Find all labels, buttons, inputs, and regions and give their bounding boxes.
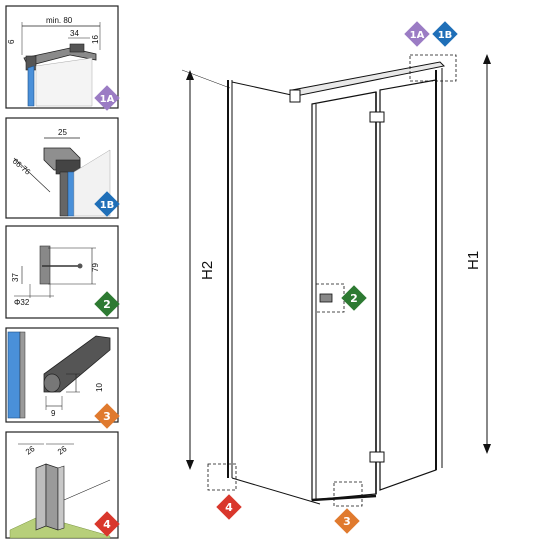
badge-3-main: 3 — [334, 508, 360, 534]
detail-panel-3: 9 10 — [5, 327, 119, 423]
side-panel — [227, 80, 321, 505]
dim-16: 16 — [91, 35, 100, 44]
callout-box-1 — [409, 54, 457, 82]
dim-37: 37 — [11, 273, 20, 282]
hinge-bottom — [369, 451, 385, 463]
badge-4-panel: 4 — [94, 511, 120, 537]
svg-text:2: 2 — [103, 298, 111, 311]
svg-text:1A: 1A — [410, 30, 425, 41]
top-rail — [289, 61, 446, 103]
badge-1b-main: 1B — [432, 21, 458, 47]
svg-text:1B: 1B — [100, 200, 115, 211]
svg-text:1A: 1A — [100, 94, 115, 105]
badge-1a-main: 1A — [404, 21, 430, 47]
detail-panel-1a: min. 80 34 6 16 — [5, 5, 119, 109]
h2-label: H2 — [199, 261, 216, 280]
svg-text:3: 3 — [103, 410, 111, 423]
h1-label: H1 — [465, 251, 482, 270]
dim-34: 34 — [70, 29, 79, 38]
folding-door — [311, 68, 443, 502]
dim-10: 10 — [95, 383, 104, 392]
badge-3-panel: 3 — [94, 403, 120, 429]
svg-text:2: 2 — [350, 292, 358, 305]
callout-box-4 — [207, 463, 237, 491]
svg-text:4: 4 — [225, 501, 233, 514]
dim-9: 9 — [51, 409, 56, 418]
h1-dimension: H1 — [465, 54, 491, 454]
hinge-top — [369, 111, 385, 123]
enclosure-drawing: H2 H1 — [181, 21, 491, 534]
dim-25: 25 — [58, 128, 67, 137]
door-knob — [319, 293, 333, 303]
svg-text:1B: 1B — [438, 30, 453, 41]
badge-1a-panel: 1A — [94, 85, 120, 111]
badge-2-panel: 2 — [94, 291, 120, 317]
dim-min80: min. 80 — [46, 16, 73, 25]
dim-79: 79 — [91, 263, 100, 272]
svg-text:4: 4 — [103, 518, 111, 531]
dim-6: 6 — [7, 39, 16, 44]
callout-box-3 — [333, 481, 363, 507]
svg-text:3: 3 — [343, 515, 351, 528]
h2-dimension: H2 — [181, 69, 231, 470]
badge-2-main: 2 — [341, 285, 367, 311]
badge-4-main: 4 — [216, 494, 242, 520]
dim-phi32: Φ32 — [14, 298, 30, 307]
